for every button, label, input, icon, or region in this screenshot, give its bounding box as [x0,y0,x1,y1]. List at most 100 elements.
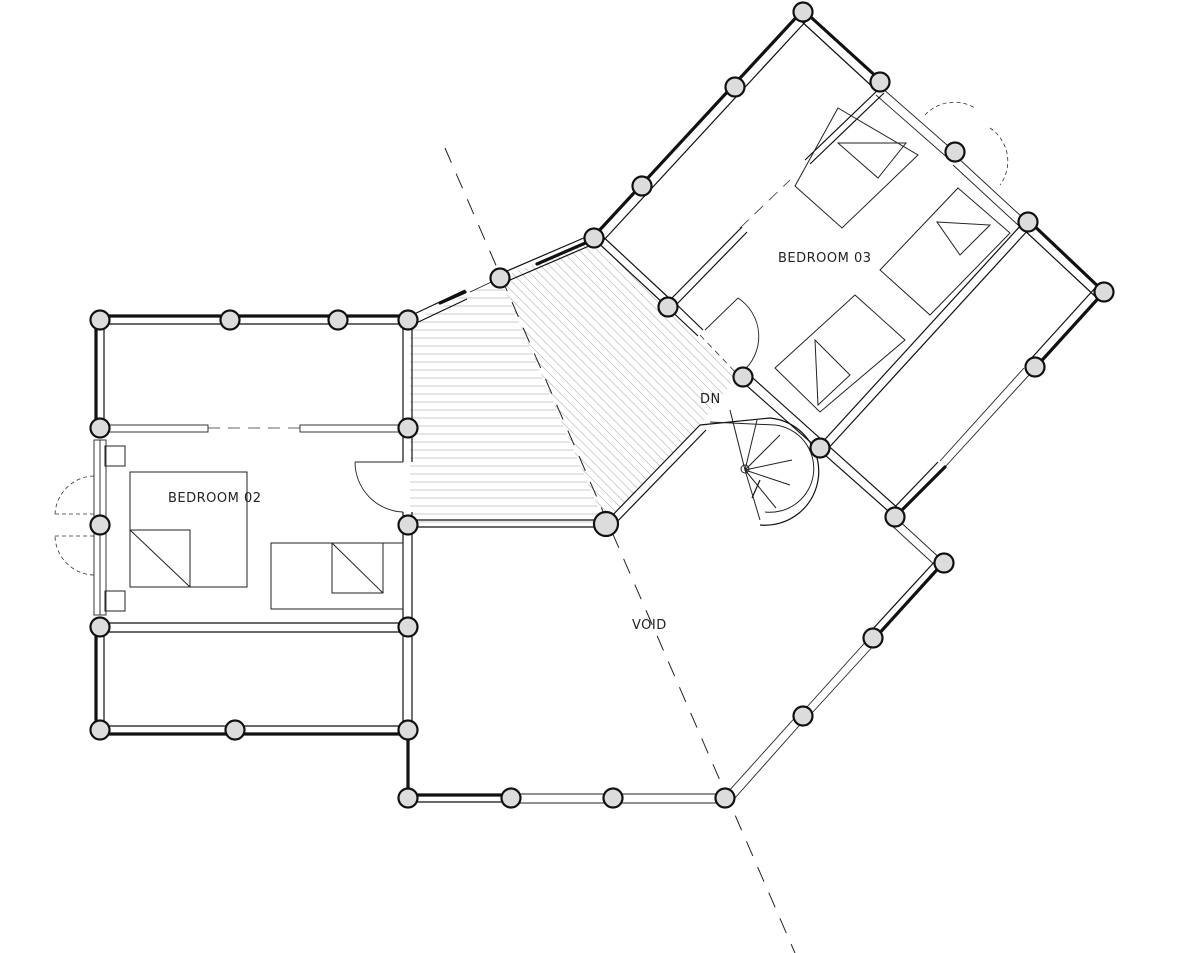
log-post [792,705,814,727]
hatch-line [500,238,627,523]
hatch-line [500,238,738,523]
label-void: VOID [632,618,667,633]
log-post [327,309,349,331]
hatch-line [500,238,636,523]
hatch-line [500,238,618,523]
hatch-line [500,238,690,523]
hatch-line [500,238,609,523]
log-post [884,506,906,528]
hatch-line [500,238,738,523]
log-posts [89,1,1115,809]
hatch-line [500,238,654,523]
log-post [1093,281,1115,303]
upper-connecting-walls [409,233,597,326]
landing-hatch-horizontal [410,289,605,523]
hatch-line [500,238,672,523]
hatch-line [500,238,738,523]
log-post [1017,211,1039,233]
hatch-line [500,238,738,523]
doors [54,101,1009,576]
log-post [592,510,620,538]
log-post [602,787,624,809]
log-post [1024,356,1046,378]
log-post [397,787,419,809]
hatch-line [530,238,738,523]
hatch-line [500,238,738,523]
hatch-line [963,220,1200,540]
log-post [933,552,955,574]
log-post [631,175,653,197]
hatch-line [855,220,1175,540]
bedroom-03-furniture [774,107,1011,413]
log-post [397,514,419,536]
hatch-line [972,220,1200,540]
hatch-line [674,238,738,523]
bedroom-03-opening-line [739,179,791,229]
hatch-line [500,238,726,523]
log-post [489,267,511,289]
hatch-line [500,238,735,523]
hatch-line [783,220,1103,540]
hatch-line [710,238,738,523]
hatch-line [500,238,537,523]
log-post [869,71,891,93]
log-post [89,719,111,741]
log-post [944,141,966,163]
log-post [89,309,111,331]
log-post [224,719,246,741]
label-bedroom-02: BEDROOM 02 [168,491,262,506]
hatch-line [801,220,1121,540]
hatch-line [728,238,738,523]
void-walls [406,424,946,804]
hatch-line [918,220,1200,540]
hatch-line [629,238,738,523]
hatch-line [500,238,555,523]
hatch-line [927,220,1200,540]
log-post [397,417,419,439]
log-post [724,76,746,98]
hatch-line [891,220,1200,540]
hatch-line [521,238,738,523]
hatch-line [945,220,1200,540]
log-post [500,787,522,809]
hatch-line [500,238,645,523]
log-post [89,616,111,638]
log-post [89,417,111,439]
hatch-line [837,220,1157,540]
log-post [809,437,831,459]
log-post [732,366,754,388]
bedroom-02-walls [93,314,413,800]
hatch-line [882,220,1200,540]
hatch-line [774,220,1094,540]
hatch-line [500,238,738,523]
log-post [657,296,679,318]
log-post [397,616,419,638]
log-post [397,719,419,741]
hatch-line [539,238,738,523]
hatch-line [900,220,1200,540]
log-post [89,514,111,536]
hatch-line [500,238,600,523]
log-post [219,309,241,331]
hatch-line [747,220,1067,540]
hatch-line [846,220,1166,540]
log-post [714,787,736,809]
hatch-line [500,238,681,523]
hatch-line [765,220,1085,540]
hatch-line [500,238,591,523]
log-post [397,309,419,331]
spiral-stair [699,409,820,526]
hatch-line [557,238,738,523]
hatch-line [500,238,708,523]
hatch-line [500,238,582,523]
hatch-line [500,238,717,523]
label-stair-down: DN [700,392,721,407]
log-post [792,1,814,23]
hatch-line [756,220,1076,540]
hatch-line [737,238,738,523]
log-post [862,627,884,649]
hatch-line [611,238,738,523]
hatch-line [512,238,738,523]
hatch-line [566,238,738,523]
